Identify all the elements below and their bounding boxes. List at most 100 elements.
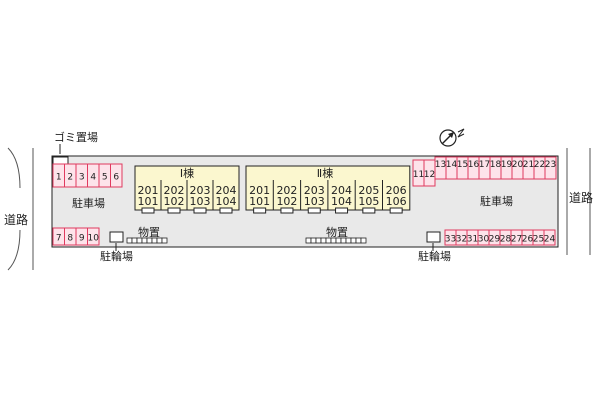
parking-space: 31 <box>466 229 479 246</box>
parking-space: 2 <box>64 163 77 188</box>
parking-space-number: 9 <box>79 234 85 244</box>
storage-unit <box>151 237 158 244</box>
parking-space-number: 29 <box>489 235 501 245</box>
parking-space: 29 <box>488 229 501 246</box>
storage-unit <box>146 237 153 244</box>
parking-space: 19 <box>500 156 513 180</box>
parking-space-number: 22 <box>534 160 545 170</box>
unit-number-upper: 206 <box>386 184 407 197</box>
storage-unit <box>330 237 337 244</box>
parking-space-number: 19 <box>501 160 513 170</box>
storage-unit <box>320 237 327 244</box>
parking-space: 21 <box>522 156 535 180</box>
bike-label-right: 駐輪場 <box>418 249 451 263</box>
parking-space-number: 7 <box>56 234 62 244</box>
parking-space: 4 <box>87 163 100 188</box>
entrance-step <box>389 207 403 214</box>
storage-unit <box>315 237 322 244</box>
road-left-edges <box>7 147 34 271</box>
parking-space: 8 <box>64 227 77 246</box>
garbage-label: ゴミ置場 <box>54 130 98 144</box>
building-name: Ⅰ棟 <box>180 166 194 180</box>
parking-space: 23 <box>544 156 557 180</box>
entrance-step <box>219 207 233 214</box>
parking-space-number: 3 <box>79 173 85 183</box>
parking-space: 28 <box>499 229 512 246</box>
storage-unit <box>360 237 367 244</box>
storage-unit <box>340 237 347 244</box>
unit-number-upper: 203 <box>190 184 211 197</box>
unit-number-upper: 204 <box>331 184 352 197</box>
unit-number-lower: 104 <box>216 195 237 208</box>
parking-space: 32 <box>455 229 468 246</box>
parking-space: 11 <box>412 159 425 187</box>
parking-space: 27 <box>510 229 523 246</box>
parking-space: 20 <box>511 156 524 180</box>
storage-unit <box>136 237 143 244</box>
bike-parking-right <box>426 231 441 243</box>
parking-space-number: 10 <box>88 234 100 244</box>
storage-unit <box>126 237 133 244</box>
parking-space-number: 33 <box>445 235 456 245</box>
unit-number-upper: 204 <box>216 184 237 197</box>
parking-space: 13 <box>434 156 447 180</box>
road-label-right: 道路 <box>569 190 593 205</box>
unit-number-lower: 103 <box>190 195 211 208</box>
parking-space: 3 <box>75 163 88 188</box>
parking-label-left: 駐車場 <box>72 196 105 210</box>
storage-unit <box>345 237 352 244</box>
storage-unit <box>310 237 317 244</box>
parking-space: 15 <box>456 156 469 180</box>
unit-number-lower: 104 <box>331 195 352 208</box>
parking-space-number: 18 <box>490 160 502 170</box>
parking-space-number: 32 <box>456 235 467 245</box>
parking-space-number: 26 <box>522 235 534 245</box>
parking-space: 18 <box>489 156 502 180</box>
parking-space-number: 30 <box>478 235 490 245</box>
parking-space-number: 15 <box>457 160 468 170</box>
parking-space: 12 <box>423 159 436 187</box>
entrance-step <box>253 207 267 214</box>
parking-space-number: 31 <box>467 235 478 245</box>
parking-space-number: 27 <box>511 235 522 245</box>
parking-space: 14 <box>445 156 458 180</box>
road-right-edges <box>566 148 591 255</box>
parking-space: 1 <box>52 163 65 188</box>
entrance-step <box>167 207 181 214</box>
parking-space-number: 16 <box>468 160 480 170</box>
entrance-step <box>307 207 321 214</box>
parking-space-number: 1 <box>56 173 62 183</box>
storage-unit <box>161 237 168 244</box>
unit-number-lower: 101 <box>249 195 270 208</box>
storage-label-2: 物置 <box>326 225 348 239</box>
parking-space: 17 <box>478 156 491 180</box>
parking-label-right: 駐車場 <box>480 194 513 208</box>
unit-number-upper: 201 <box>249 184 270 197</box>
parking-space-number: 13 <box>435 160 446 170</box>
unit-number-upper: 201 <box>138 184 159 197</box>
parking-space: 26 <box>521 229 534 246</box>
parking-space-number: 17 <box>479 160 490 170</box>
storage-unit <box>131 237 138 244</box>
storage-shed-1 <box>126 237 168 244</box>
storage-label-1: 物置 <box>138 225 160 239</box>
unit-number-upper: 205 <box>358 184 379 197</box>
parking-space: 16 <box>467 156 480 180</box>
entrance-step <box>193 207 207 214</box>
unit-number-upper: 202 <box>276 184 297 197</box>
parking-space-number: 21 <box>523 160 534 170</box>
parking-space: 5 <box>98 163 111 188</box>
unit-number-lower: 106 <box>386 195 407 208</box>
unit-number-lower: 105 <box>358 195 379 208</box>
parking-space: 9 <box>75 227 88 246</box>
unit-number-lower: 102 <box>164 195 185 208</box>
garbage-station <box>52 156 69 165</box>
storage-shed-2 <box>305 237 367 244</box>
